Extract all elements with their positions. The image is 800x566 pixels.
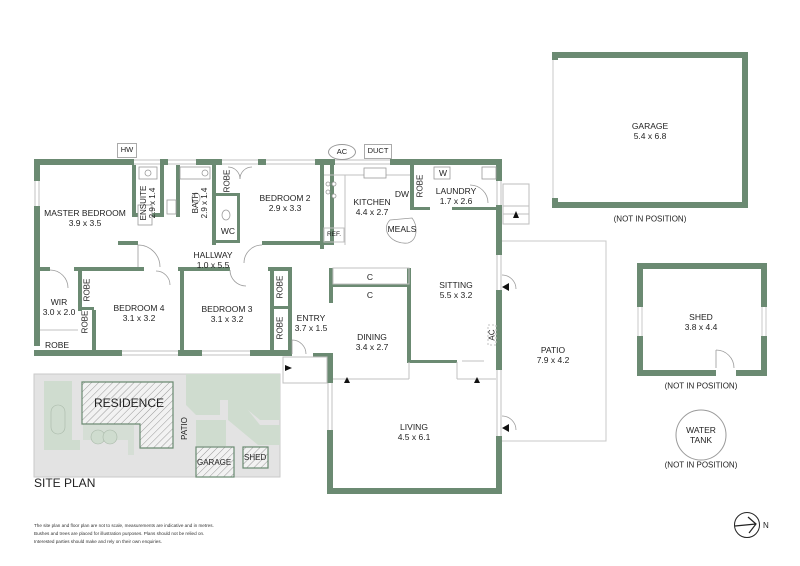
room-ac-unit: AC <box>487 329 497 341</box>
room-robe-bed3-top: ROBE <box>275 275 285 299</box>
room-robe-laundry: ROBE <box>415 174 425 198</box>
duct-tag: DUCT <box>364 144 392 159</box>
site-residence-label: RESIDENCE <box>94 396 165 410</box>
room-robe-bed3-bottom: ROBE <box>275 316 285 340</box>
room-bath: BATH 2.9 x 1.4 <box>191 187 209 219</box>
garage-not-in-position: (NOT IN POSITION) <box>613 214 687 224</box>
hot-water-tag: HW <box>117 143 137 158</box>
room-wc: WC <box>220 226 236 236</box>
room-dims: 3.9 x 3.5 <box>68 218 102 228</box>
water-tank-not-in-position: (NOT IN POSITION) <box>664 460 738 470</box>
garage-label: GARAGE 5.4 x 6.8 <box>631 121 669 141</box>
site-plan-drawing <box>33 373 281 478</box>
disclaimer: The site plan and floor plan are not to … <box>34 522 234 546</box>
ac-tag: AC <box>328 144 356 160</box>
room-bedroom-4: BEDROOM 4 3.1 x 3.2 <box>113 303 165 323</box>
step-arrow-icon <box>513 211 519 218</box>
site-plan-title: SITE PLAN <box>34 476 96 490</box>
room-name: MASTER BEDROOM <box>44 208 126 218</box>
room-cupboard-2: C <box>366 290 374 300</box>
patio-outline <box>496 240 607 442</box>
disclaimer-line: The site plan and floor plan are not to … <box>34 523 214 528</box>
room-ensuite: ENSUITE 2.9 x 1.4 <box>139 185 157 221</box>
room-master-bedroom: MASTER BEDROOM 3.9 x 3.5 <box>44 208 126 228</box>
room-washer: W <box>438 168 448 178</box>
room-ref: REF. <box>326 231 342 238</box>
room-hallway: HALLWAY 1.0 x 5.5 <box>193 250 233 270</box>
room-robe-wir-bottom: ROBE <box>44 340 70 350</box>
room-patio: PATIO 7.9 x 4.2 <box>536 345 570 365</box>
site-garage-label: GARAGE <box>197 458 232 467</box>
water-tank-circle <box>675 409 727 461</box>
room-sitting: SITTING 5.5 x 3.2 <box>439 280 473 300</box>
room-bedroom-3: BEDROOM 3 3.1 x 3.2 <box>201 304 253 324</box>
room-meals: MEALS <box>387 224 417 234</box>
disclaimer-line: Interested parties should make and rely … <box>34 539 162 544</box>
room-living: LIVING 4.5 x 6.1 <box>397 422 431 442</box>
room-bedroom-2: BEDROOM 2 2.9 x 3.3 <box>259 193 311 213</box>
site-shed-label: SHED <box>244 453 267 462</box>
room-dining: DINING 3.4 x 2.7 <box>355 332 389 352</box>
shed-label: SHED 3.8 x 4.4 <box>684 312 718 332</box>
room-laundry: LAUNDRY 1.7 x 2.6 <box>435 186 477 206</box>
room-wir: WIR 3.0 x 2.0 <box>42 297 76 317</box>
room-entry: ENTRY 3.7 x 1.5 <box>294 313 328 333</box>
shed-not-in-position: (NOT IN POSITION) <box>664 381 738 391</box>
site-patio-label: PATIO <box>179 417 189 440</box>
room-dw: DW <box>394 189 410 199</box>
disclaimer-line: Bushes and trees are placed for illustra… <box>34 531 205 536</box>
room-robe-wir-top: ROBE <box>82 278 92 302</box>
room-robe-bed2: ROBE <box>222 169 232 193</box>
room-kitchen: KITCHEN 4.4 x 2.7 <box>353 197 391 217</box>
water-tank-label: WATER TANK <box>686 425 716 445</box>
room-cupboard-1: C <box>366 272 374 282</box>
room-robe-wir-side: ROBE <box>80 310 90 334</box>
north-label: N <box>763 521 769 530</box>
north-compass-icon <box>734 512 760 538</box>
